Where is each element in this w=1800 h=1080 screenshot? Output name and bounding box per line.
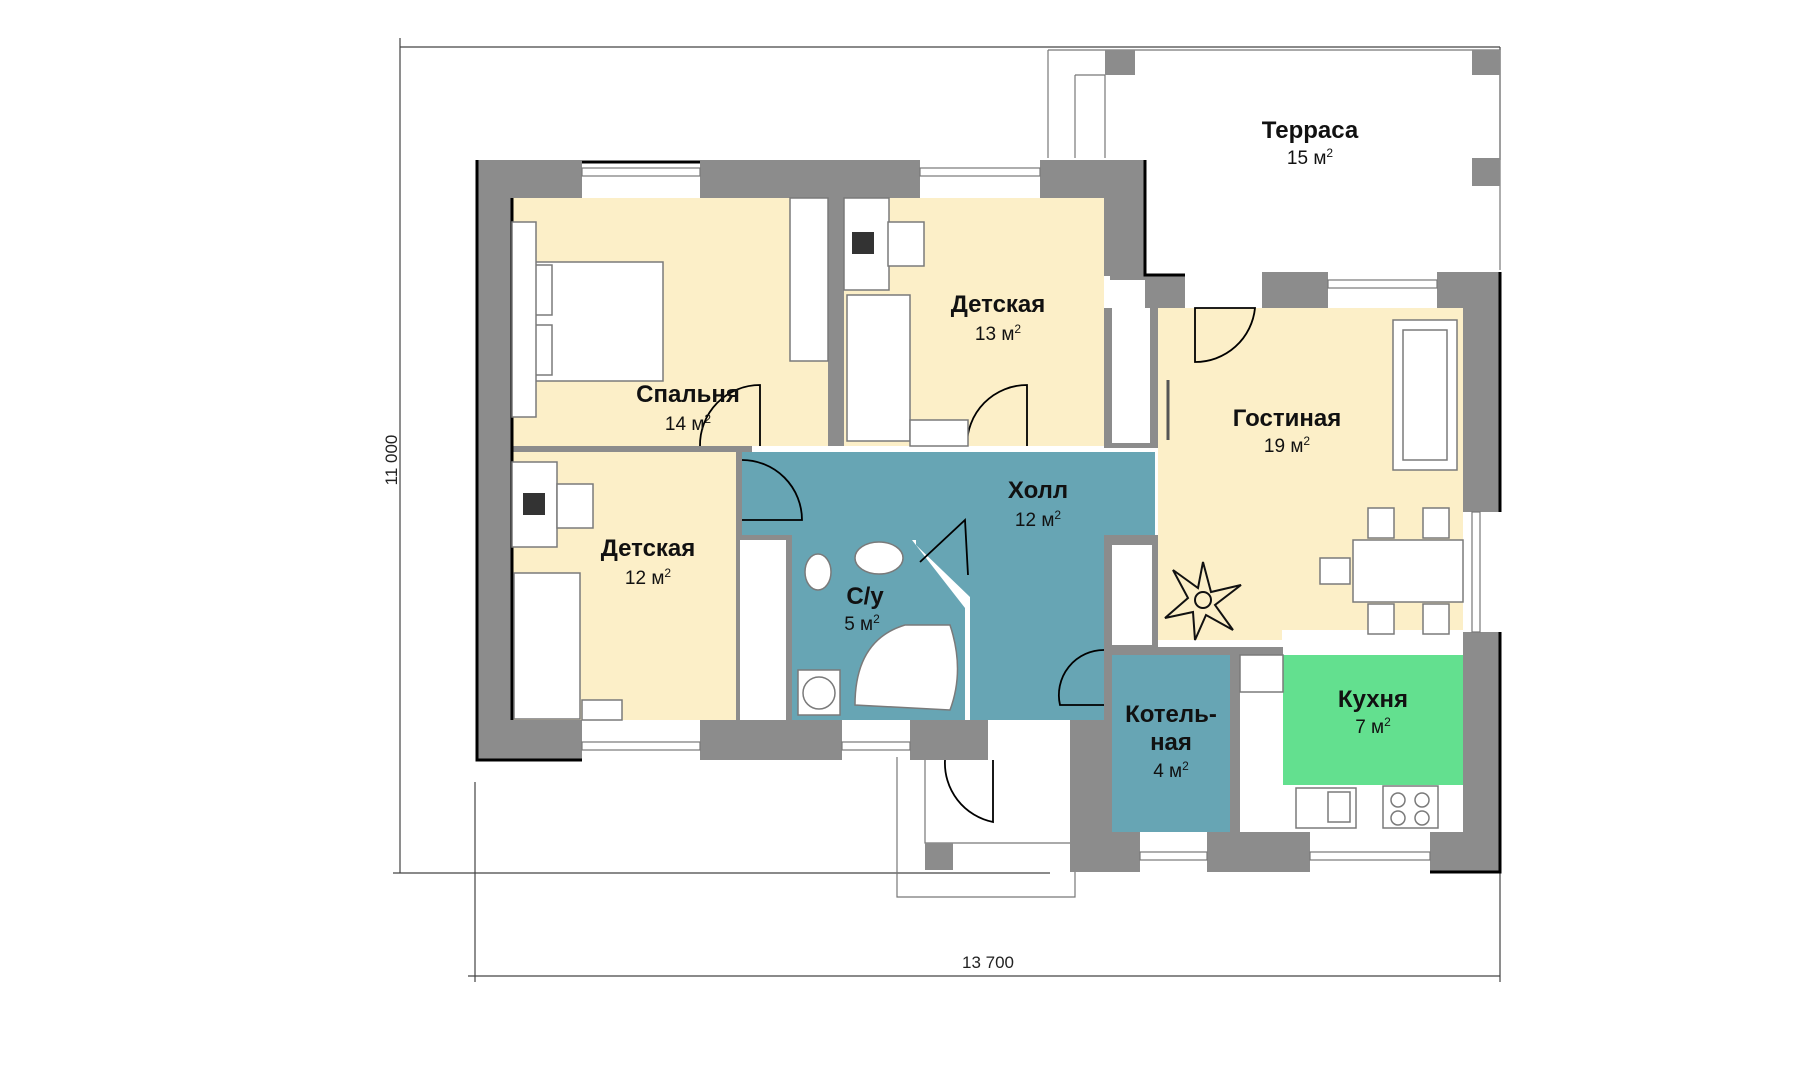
terrace-name: Терраса — [1262, 117, 1359, 144]
fridge — [1239, 654, 1284, 693]
boiler-room-name-1: Котель- — [1125, 701, 1217, 728]
dimension-width: 13 700 — [962, 953, 1014, 972]
boiler-room-floor — [1112, 655, 1230, 832]
hall-name: Холл — [1008, 477, 1068, 504]
corner-bath-icon — [854, 624, 959, 711]
kids-room-2-name: Детская — [601, 535, 696, 562]
terrace-area-label: 15 м2 — [1287, 146, 1333, 169]
kids-room-2-area: 12 м2 — [625, 566, 671, 589]
kids-bed-2 — [513, 572, 581, 720]
furniture — [511, 197, 1464, 829]
kids-room-1-name: Детская — [951, 291, 1046, 318]
kitchen-floor — [1283, 655, 1463, 785]
dining-table — [1352, 539, 1464, 603]
bedroom-name: Спальня — [636, 381, 740, 408]
terrace-area — [1047, 49, 1501, 270]
dimension-height: 11 000 — [382, 435, 401, 486]
hall-floor — [740, 452, 1155, 720]
doors — [699, 307, 1256, 824]
kitchen-area: 7 м2 — [1355, 715, 1391, 738]
living-room-area: 19 м2 — [1264, 434, 1310, 457]
toilet-icon — [804, 553, 832, 591]
hall-area: 12 м2 — [1015, 508, 1061, 531]
bathroom-name: С/у — [846, 583, 884, 610]
plant-icon — [1164, 561, 1242, 641]
boiler-room-area: 4 м2 — [1153, 759, 1189, 782]
bathroom-area: 5 м2 — [844, 612, 880, 635]
walls — [475, 160, 1502, 874]
kids-bed-1 — [846, 294, 911, 442]
kitchen-name: Кухня — [1338, 686, 1408, 713]
boiler-room-name-2: ная — [1150, 729, 1192, 756]
windows — [581, 167, 1481, 861]
room-labels: Терраса 15 м2 Спальня 14 м2 Детская 13 м… — [601, 117, 1408, 782]
living-room-name: Гостиная — [1233, 405, 1341, 432]
porch-area — [896, 757, 1076, 898]
kids-room-1-area: 13 м2 — [975, 322, 1021, 345]
bedroom-area: 14 м2 — [665, 412, 711, 435]
